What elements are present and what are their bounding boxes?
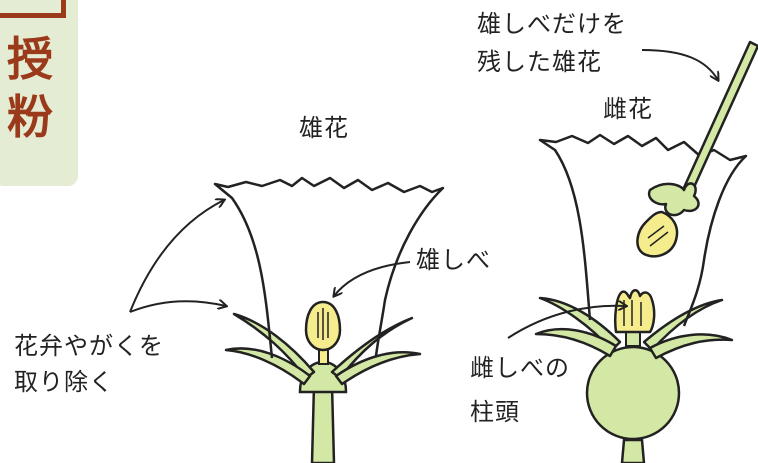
label-stigma-line1: 雌しべの	[470, 354, 570, 382]
male-flower-stem	[310, 383, 336, 463]
pointer-to-stamen	[334, 261, 411, 296]
title-bracket	[0, 0, 66, 18]
female-flower-ovary	[585, 345, 681, 441]
female-flower-sepal-right-2	[648, 333, 734, 360]
title-char-1: 授	[7, 32, 53, 86]
stamen-only-stem	[680, 40, 758, 198]
label-remove-petals-line1: 花弁やがくを	[14, 332, 164, 360]
female-flower-petals	[538, 133, 748, 327]
stamen-only-anther	[636, 210, 679, 258]
pointer-lines	[129, 49, 718, 339]
label-stigma-line2: 柱頭	[470, 398, 520, 426]
page-title: 授 粉	[4, 30, 56, 146]
male-flower-sepal-left	[232, 312, 316, 380]
female-flower-sepal-right	[642, 298, 724, 352]
male-flower-sepal-right-2	[334, 351, 422, 386]
female-flower-stem	[620, 438, 646, 463]
label-stamen-only-line1: 雄しべだけを	[477, 10, 627, 38]
stamen-only-receptacle	[647, 182, 700, 217]
male-flower	[213, 176, 445, 463]
male-flower-petals	[213, 176, 445, 359]
female-flower-stigma	[614, 289, 656, 334]
pointer-to-stigma	[507, 306, 626, 339]
label-female-flower: 雌花	[603, 95, 653, 123]
title-tab	[0, 0, 78, 186]
pointer-to-petals	[129, 200, 224, 313]
label-stamen: 雄しべ	[416, 246, 491, 274]
pointer-to-stamen-only	[641, 49, 718, 80]
male-flower-sepal-right	[330, 316, 414, 380]
male-flower-sepal-left-2	[224, 347, 312, 386]
stamen-only-male-flower	[636, 40, 758, 258]
female-flower-sepal-left-2	[534, 327, 618, 358]
label-male-flower: 雄花	[299, 114, 349, 142]
title-char-2: 粉	[7, 90, 53, 144]
female-flower	[534, 133, 748, 463]
label-remove-petals-line2: 取り除く	[14, 368, 114, 396]
label-stamen-only-line2: 残した雄花	[477, 48, 602, 76]
pointer-to-sepal	[129, 301, 226, 313]
